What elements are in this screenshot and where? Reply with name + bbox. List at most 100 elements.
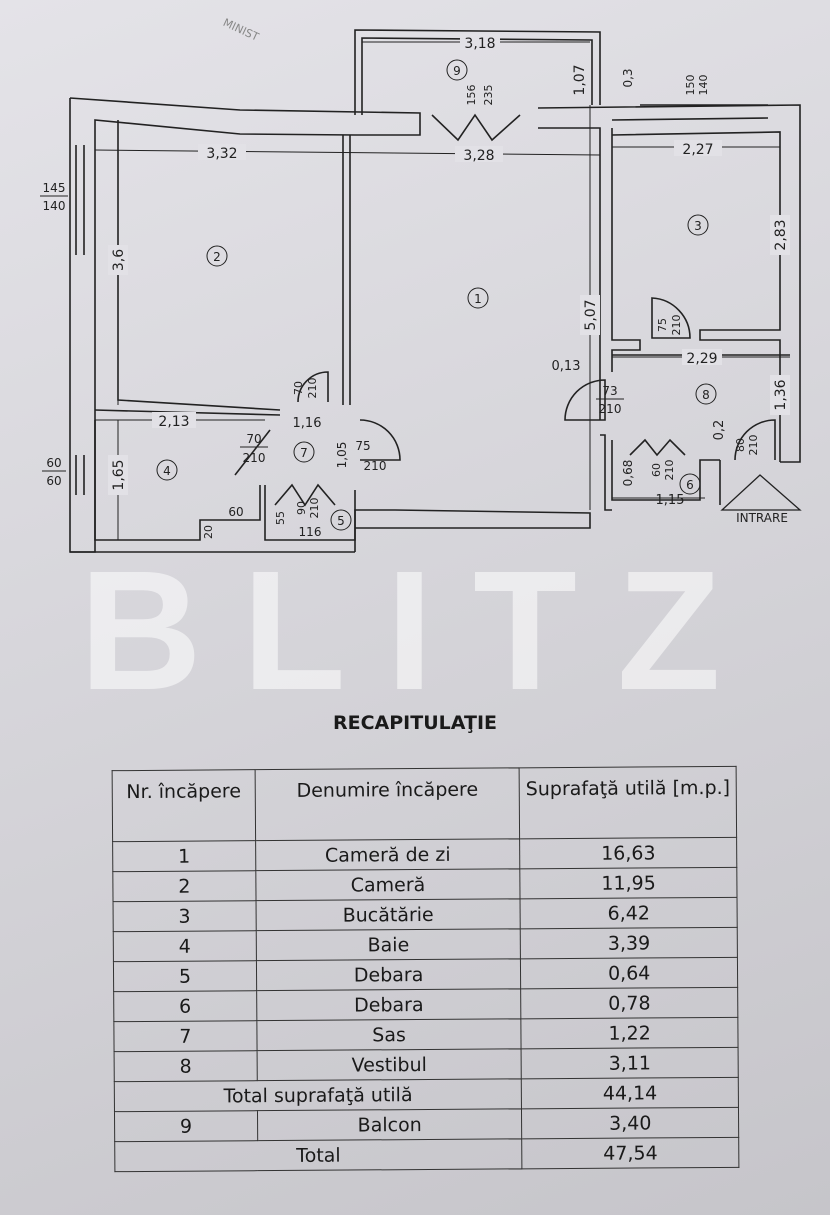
dim: 60 — [46, 474, 61, 488]
dim: 210 — [599, 402, 622, 416]
dim: 1,05 — [335, 442, 349, 469]
dim: 2,27 — [682, 142, 713, 158]
room-number: 7 — [300, 446, 308, 460]
cell-name: Vestibul — [256, 1048, 522, 1081]
cell-name: Debara — [256, 988, 522, 1021]
cell-nr: 4 — [113, 930, 257, 962]
header-nr: Nr. încăpere — [112, 769, 256, 842]
dim: 210 — [747, 435, 760, 456]
room-number: 4 — [163, 464, 171, 478]
dim: 3,6 — [111, 249, 127, 271]
dim: 140 — [43, 199, 66, 213]
dim: 0,68 — [621, 460, 635, 487]
dim: 0,2 — [712, 420, 727, 441]
dim: 60 — [650, 463, 663, 477]
dim: 210 — [308, 498, 321, 519]
room-numbers: 1 2 3 4 5 6 7 8 9 — [156, 59, 717, 531]
dim: 60 — [46, 456, 61, 470]
dim: 116 — [299, 525, 322, 539]
cell-name: Baie — [256, 928, 521, 961]
cell-nr: 1 — [112, 840, 256, 872]
header-name: Denumire încăpere — [254, 767, 520, 841]
cell-nr: 8 — [114, 1050, 258, 1082]
cell-area: 6,42 — [520, 897, 738, 929]
balcony-row: 9 Balcon 3,40 — [114, 1107, 739, 1142]
dim: 0,3 — [621, 68, 635, 87]
dim: 150 — [684, 75, 697, 96]
dim: 1,15 — [656, 493, 685, 508]
table-header: Nr. încăpere Denumire încăpere Suprafaţă… — [112, 766, 737, 842]
dimension-labels: 3,18 1,07 156 235 0,3 150 140 3,32 3,28 … — [40, 34, 790, 539]
dim: 90 — [295, 501, 308, 515]
dim: 235 — [482, 85, 495, 106]
floor-plan: MINIST 1 2 3 4 5 6 7 8 9 3,18 1,07 156 2… — [40, 16, 802, 553]
dim: 20 — [202, 525, 215, 539]
dim: 0,13 — [552, 359, 581, 374]
total-util-label: Total suprafaţă utilă — [114, 1078, 522, 1112]
dim: 145 — [43, 181, 66, 195]
room-number: 3 — [694, 219, 702, 233]
stamp-text: MINIST — [221, 16, 261, 44]
dim: 210 — [243, 451, 266, 465]
total-row: Total 47,54 — [114, 1137, 739, 1172]
room-number: 9 — [453, 64, 461, 78]
cell-nr: 6 — [113, 990, 257, 1022]
dim: 2,29 — [686, 351, 717, 367]
dim: 5,07 — [583, 299, 599, 330]
total-value: 47,54 — [522, 1137, 739, 1169]
cell-name: Sas — [256, 1018, 522, 1051]
dim: 73 — [602, 384, 617, 398]
dim: 70 — [292, 381, 305, 395]
total-util-row: Total suprafaţă utilă 44,14 — [114, 1077, 739, 1112]
cell-area: 0,64 — [520, 957, 738, 989]
cell-name: Bucătărie — [255, 898, 521, 931]
cell-nr: 2 — [112, 870, 256, 902]
dim: 55 — [274, 511, 287, 525]
dim: 156 — [465, 85, 478, 106]
cell-nr: 7 — [113, 1020, 257, 1052]
dim: 75 — [355, 439, 370, 453]
room-number: 8 — [702, 388, 710, 402]
dim: 210 — [670, 315, 683, 336]
dim: 1,07 — [572, 64, 588, 95]
walls — [69, 29, 802, 553]
balcony-name: Balcon — [257, 1108, 523, 1141]
dim: 2,13 — [158, 414, 189, 430]
dim: 1,16 — [293, 416, 322, 431]
dim: 1,65 — [111, 459, 127, 490]
cell-area: 11,95 — [520, 867, 738, 899]
dim: 1,36 — [773, 379, 789, 410]
entrance-label: INTRARE — [736, 511, 788, 525]
room-number: 5 — [337, 514, 345, 528]
dim: 3,32 — [206, 146, 237, 162]
cell-area: 16,63 — [519, 837, 737, 869]
room-number: 1 — [474, 292, 482, 306]
balcony-area: 3,40 — [521, 1107, 739, 1139]
balcony-nr: 9 — [114, 1110, 258, 1142]
total-label: Total — [114, 1138, 523, 1172]
room-number: 2 — [213, 250, 221, 264]
cell-name: Cameră de zi — [255, 838, 521, 871]
cell-name: Cameră — [255, 868, 521, 901]
summary-title: RECAPITULAŢIE — [333, 712, 497, 734]
room-number: 6 — [686, 478, 694, 492]
dim: 210 — [306, 378, 319, 399]
cell-name: Debara — [256, 958, 521, 991]
dim: 70 — [246, 432, 261, 446]
summary-table: Nr. încăpere Denumire încăpere Suprafaţă… — [112, 766, 740, 1172]
dim: 2,83 — [773, 219, 789, 250]
cell-area: 0,78 — [520, 987, 738, 1019]
dim: 140 — [697, 75, 710, 96]
dim: 210 — [364, 459, 387, 473]
dim: 210 — [663, 460, 676, 481]
cell-area: 3,11 — [521, 1047, 739, 1079]
dim: 3,18 — [464, 36, 495, 52]
